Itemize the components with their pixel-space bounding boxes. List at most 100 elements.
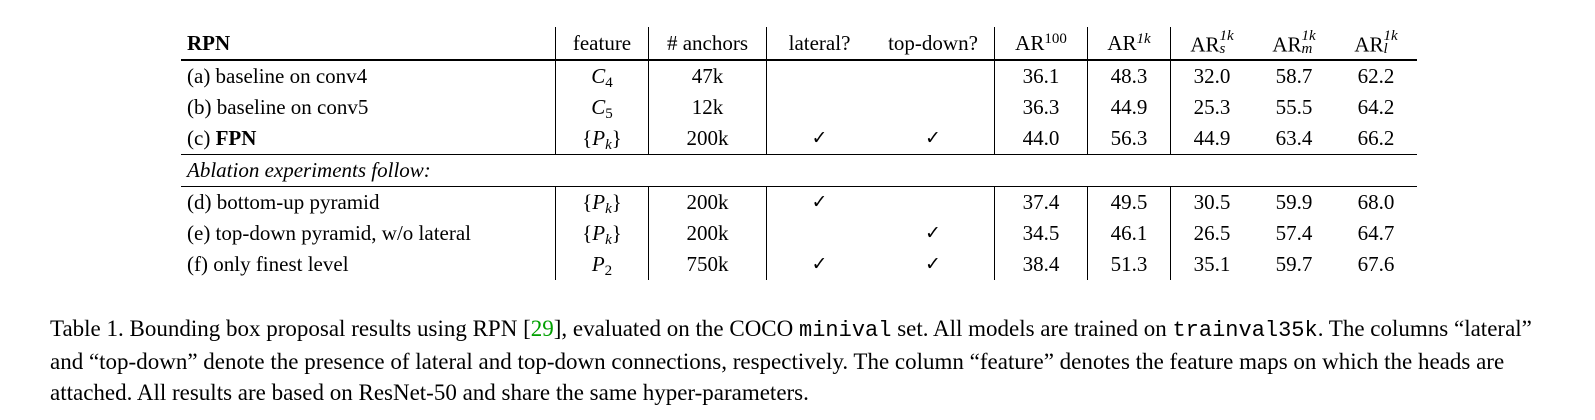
feature-base: P	[592, 126, 606, 150]
ar-subscript: m	[1301, 41, 1313, 57]
feature-base: P	[592, 221, 606, 245]
arm-cell: 55.5	[1275, 95, 1313, 119]
ar-superscript: 1k	[1383, 27, 1398, 44]
lateral-check-icon: ✓	[766, 186, 872, 218]
caption-code: trainval35k	[1172, 318, 1318, 343]
feature-subscript: 2	[604, 263, 613, 279]
anchors-cell: 200k	[648, 218, 767, 249]
feature-cell: {Pk}	[555, 186, 649, 218]
feature-cell: P2	[555, 249, 649, 280]
ablation-header-row: Ablation experiments follow:	[181, 154, 1417, 187]
ar-subscript: s	[1219, 41, 1226, 57]
anchors-cell: 750k	[648, 249, 767, 280]
caption-text: Table 1. Bounding box proposal results u…	[50, 316, 531, 341]
ar-superscript: 1k	[1219, 27, 1234, 44]
row-label: (b) baseline on conv5	[181, 92, 556, 123]
table-header-row: RPN feature # anchors lateral? top-down?…	[181, 27, 1417, 61]
arm-cell: 59.9	[1275, 190, 1313, 214]
topdown-check-icon: ✓	[925, 222, 941, 244]
arm-cell: 59.7	[1275, 252, 1313, 276]
ar1k-cell: 49.5	[1087, 186, 1171, 218]
ar-superscript: 1k	[1136, 30, 1151, 47]
feature-base: P	[591, 252, 605, 276]
caption-text: ], evaluated on the COCO	[553, 316, 800, 341]
feature-brace-close: }	[611, 221, 622, 245]
ar100-cell: 44.0	[994, 123, 1088, 155]
results-table: RPN feature # anchors lateral? top-down?…	[181, 27, 1417, 280]
ar-superscript: 1k	[1301, 27, 1316, 44]
caption-text: set. All models are trained on	[891, 316, 1173, 341]
feature-base: C	[591, 64, 606, 88]
ars-cell: 44.9	[1170, 123, 1253, 155]
ar-text: AR	[1015, 30, 1045, 55]
feature-cell: C5	[555, 92, 649, 123]
lateral-check-icon: ✓	[766, 123, 872, 155]
feature-subscript: k	[605, 137, 612, 153]
topdown-check-icon	[872, 60, 995, 92]
ar1k-cell: 56.3	[1087, 123, 1171, 155]
anchors-cell: 12k	[648, 92, 767, 123]
lateral-check-icon	[766, 60, 872, 92]
ar1k-cell: 46.1	[1087, 218, 1171, 249]
feature-subscript: 5	[605, 106, 613, 122]
ar1k-cell: 44.9	[1087, 92, 1171, 123]
anchors-cell: 47k	[648, 60, 767, 92]
ar-text: AR	[1190, 32, 1220, 56]
feature-cell: {Pk}	[555, 218, 649, 249]
ablation-label: Ablation experiments follow:	[181, 154, 1417, 187]
feature-cell: {Pk}	[555, 123, 649, 155]
arl-cell: 66.2	[1335, 123, 1417, 155]
row-label-text: (a) baseline on conv4	[187, 64, 368, 88]
feature-subscript: k	[605, 201, 612, 217]
topdown-check-icon: ✓	[872, 123, 995, 155]
ar-text: AR	[1354, 32, 1384, 56]
row-label: (d) bottom-up pyramid	[181, 187, 556, 219]
row-label-text: (d) bottom-up pyramid	[187, 190, 380, 214]
feature-subscript: 4	[605, 75, 613, 91]
row-label: (f) only finest level	[181, 249, 556, 280]
lateral-check-icon	[766, 218, 872, 249]
lateral-check-icon: ✓	[766, 249, 872, 280]
arm-cell: 58.7	[1275, 64, 1313, 88]
feature-brace-open: {	[582, 190, 593, 214]
arl-cell: 64.2	[1357, 95, 1395, 119]
ar100-cell: 36.3	[994, 92, 1088, 123]
feature-base: P	[592, 190, 606, 214]
row-label: (c) FPN	[181, 123, 556, 155]
feature-brace-close: }	[611, 190, 622, 214]
row-label: (e) top-down pyramid, w/o lateral	[181, 218, 556, 249]
arm-cell: 63.4	[1253, 123, 1335, 155]
table-row: (e) top-down pyramid, w/o lateral{Pk}200…	[181, 218, 1417, 249]
ar1k-cell: 48.3	[1087, 60, 1171, 92]
lateral-check-icon	[766, 92, 872, 123]
header-anchors: # anchors	[648, 27, 767, 61]
ar-text: AR	[1107, 30, 1137, 55]
arl-cell: 67.6	[1357, 252, 1395, 276]
ar100-cell: 37.4	[994, 186, 1088, 218]
header-feature: feature	[555, 27, 649, 61]
row-label-text: (f) only finest level	[187, 252, 349, 276]
ar100-cell: 36.1	[994, 60, 1088, 92]
ars-cell: 26.5	[1170, 218, 1253, 249]
feature-brace-open: {	[582, 126, 593, 150]
row-label-bold: FPN	[215, 126, 257, 150]
citation-link[interactable]: 29	[530, 316, 554, 341]
feature-brace-open: {	[582, 221, 593, 245]
ars-cell: 35.1	[1170, 249, 1253, 280]
feature-brace-close: }	[611, 126, 622, 150]
ar1k-cell: 51.3	[1087, 249, 1171, 280]
arl-cell: 68.0	[1357, 190, 1395, 214]
arl-cell: 64.7	[1357, 221, 1395, 245]
row-label-text: (c)	[187, 126, 216, 150]
caption-text: . The columns “lateral” and “top-down” d…	[50, 316, 1532, 405]
caption-code: minival	[799, 318, 892, 343]
feature-cell: C4	[555, 60, 649, 92]
